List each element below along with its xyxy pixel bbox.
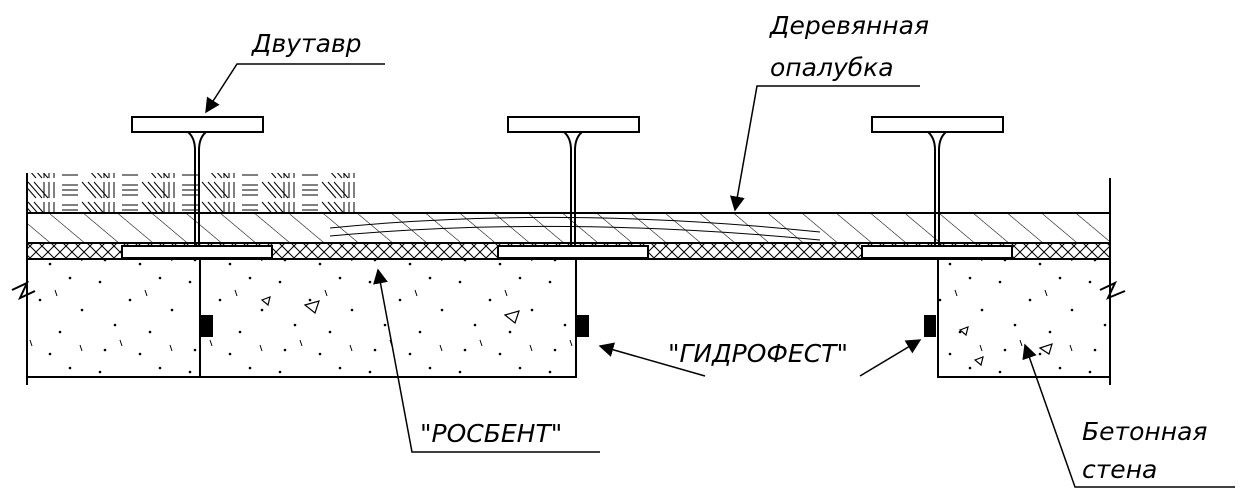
- label-wood-formwork-2: опалубка: [770, 53, 894, 82]
- hydrofest-waterstop-3: [924, 315, 936, 337]
- wood-grain: [329, 216, 821, 233]
- leaders: [205, 63, 1235, 488]
- break-symbol-right: [1099, 280, 1126, 300]
- break-symbol-left: [11, 280, 36, 301]
- leader-i-beam: [205, 63, 385, 114]
- hydrofest-waterstop-1: [201, 315, 213, 337]
- leader-concrete-wall: [1022, 343, 1235, 488]
- label-hydrofest: "ГИДРОФЕСТ": [668, 339, 848, 368]
- leader-rosbent: [373, 268, 600, 453]
- label-concrete-wall-2: стена: [1082, 455, 1157, 484]
- label-i-beam: Двутавр: [251, 29, 362, 58]
- i-beam-1: [121, 116, 273, 259]
- label-concrete-wall-1: Бетонная: [1082, 417, 1207, 446]
- label-wood-formwork-1: Деревянная: [769, 11, 929, 40]
- leader-hydrofest-right: [859, 339, 922, 377]
- wood-grain-2: [329, 225, 821, 241]
- concrete-wall: [26, 258, 1111, 378]
- hydrofest-waterstop-2: [577, 315, 589, 337]
- i-beam-3: [861, 116, 1013, 259]
- label-rosbent: "РОСБЕНТ": [420, 419, 562, 448]
- leader-hydrofest-left: [598, 342, 706, 377]
- leader-wood-formwork: [729, 85, 920, 212]
- i-beam-2: [497, 116, 649, 259]
